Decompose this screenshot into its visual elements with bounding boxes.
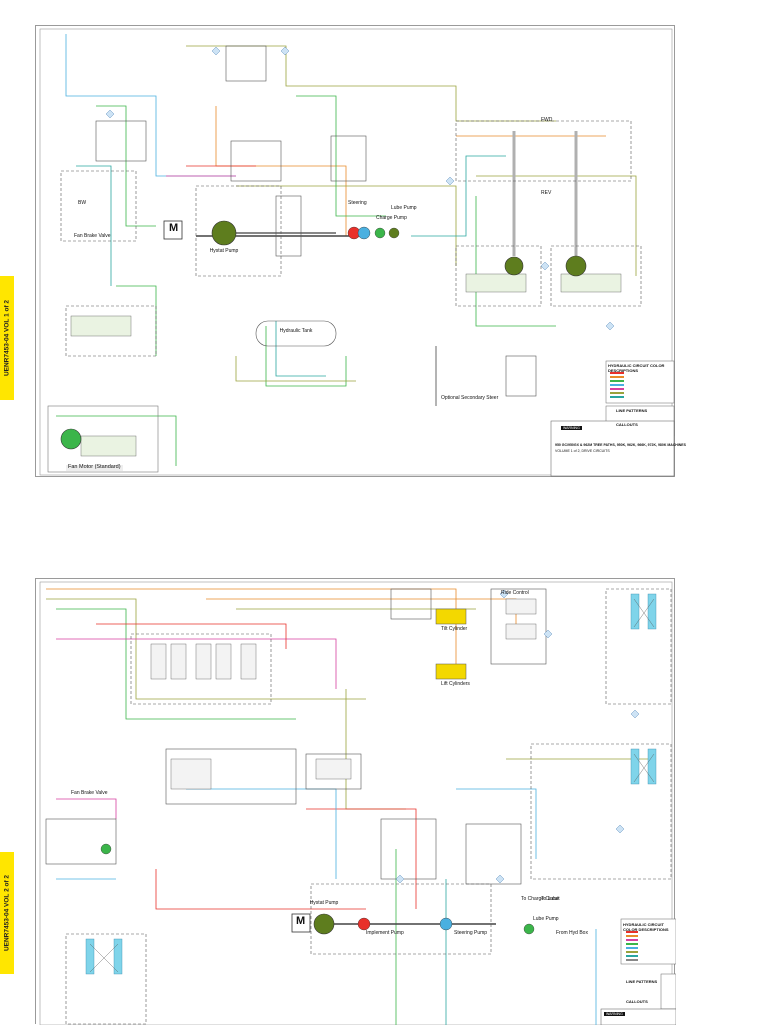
lift-cylinder-symbol [435, 663, 467, 680]
from-hyd-box-label: From Hyd Box [556, 930, 588, 936]
line-patterns-title-2: LINE PATTERNS [626, 979, 658, 984]
line-patterns-title: LINE PATTERNS [616, 408, 648, 413]
volume-1-tab-label: UENR7453-04 VOL 1 of 2 [3, 299, 11, 377]
optional-secondary-steer-label: Optional Secondary Steer [441, 395, 499, 401]
title-block-sub: VOLUME 1 of 2, DRIVE CIRCUITS [555, 449, 610, 453]
hystat-pump-label: Hystat Pump [209, 248, 239, 254]
fan-brake-valve-label: Fan Brake Valve [74, 233, 111, 239]
tilt-cylinder-symbol [435, 608, 467, 625]
steering-pump-label: Steering Pump [454, 930, 488, 936]
hydraulic-tank-label: Hydraulic Tank [279, 328, 313, 334]
fan-brake-valve-label-2: Fan Brake Valve [71, 790, 108, 796]
lift-cylinders-label: Lift Cylinders [441, 681, 470, 687]
ride-control-label: Ride Control [501, 590, 529, 596]
volume-1-tab: UENR7453-04 VOL 1 of 2 [0, 276, 14, 400]
hystat-pump-label-2: Hystat Pump [309, 900, 339, 906]
legend-title: HYDRAULIC CIRCUIT COLOR DESCRIPTIONS [608, 363, 665, 373]
charge-pump-label: Charge Pump [376, 215, 407, 221]
lube-pump-label: Lube Pump [391, 205, 417, 211]
motor-label: M [169, 222, 179, 234]
charge-circuit-label: To Charge Circuit [521, 896, 560, 902]
motor-symbol-2 [291, 913, 311, 933]
implement-pump-label: Implement Pump [366, 930, 404, 936]
rev-label: REV [541, 190, 552, 196]
legend-block [550, 360, 675, 477]
sheet-1-drawing [39, 28, 675, 477]
warning-badge: WARNING [561, 426, 582, 430]
bw-label: BW [78, 200, 87, 206]
fan-motor-standard-label: Fan Motor (Standard) [66, 464, 123, 471]
hystat-pump-symbol [211, 220, 237, 246]
fwd-label: FWD [541, 117, 553, 123]
schematic-sheet-1: M Hystat Pump Fan Brake Valve Hydraulic … [35, 25, 686, 477]
volume-2-tab: UENR7453-04 VOL 2 of 2 [0, 852, 14, 974]
sheet-2-drawing [39, 581, 676, 1025]
lube-pump-label-2: Lube Pump [533, 916, 559, 922]
callouts-title: CALLOUTS [616, 422, 638, 427]
legend-block-2 [600, 918, 676, 1025]
to-lube-label: To Lube [541, 896, 559, 902]
warning-badge-2: WARNING [604, 1012, 625, 1016]
callouts-title-2: CALLOUTS [626, 999, 648, 1004]
motor-label-2: M [296, 915, 306, 927]
tilt-cylinder-label: Tilt Cylinder [441, 626, 468, 632]
schematic-sheet-2: Tilt Cylinder Lift Cylinders Ride Contro… [35, 578, 676, 1025]
volume-2-tab-label: UENR7453-04 VOL 2 of 2 [3, 874, 11, 952]
motor-symbol [163, 220, 183, 240]
title-block-main: 950 GC/950GX & 962M TREE PATHS, 950K, 96… [555, 443, 686, 447]
legend-title-2: HYDRAULIC CIRCUIT COLOR DESCRIPTIONS [623, 922, 669, 932]
steering-label: Steering [348, 200, 367, 206]
